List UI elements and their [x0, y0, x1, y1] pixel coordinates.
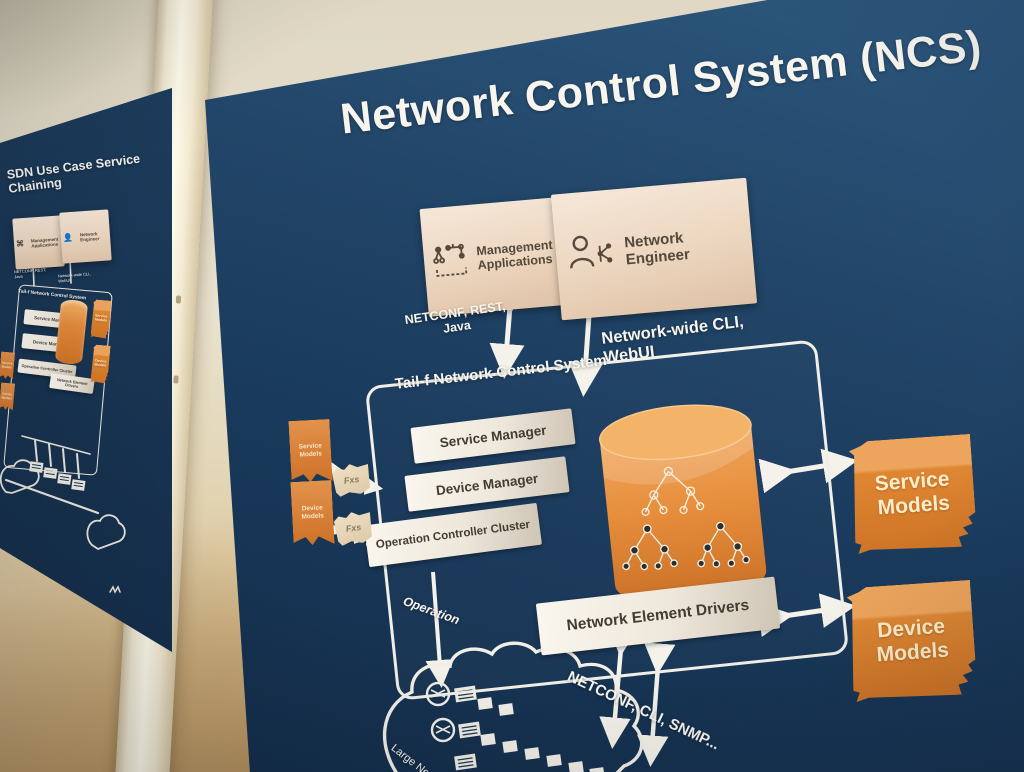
- service-models-note: Service Models: [848, 434, 978, 554]
- management-applications-box: Management Applications: [419, 197, 567, 317]
- left-model-tab-1: Service Models: [288, 419, 332, 483]
- mini-engineer-icon: 👤: [62, 232, 74, 243]
- device-models-note: Device Models: [846, 580, 978, 702]
- mini-network-tree-icon: ⌘: [15, 239, 25, 249]
- mini-left-model-tab-2: Device Models: [0, 382, 15, 410]
- operation-arrow: [425, 571, 454, 688]
- ned-cloud-arrows: [599, 624, 676, 767]
- mini-network-engineer-box: 👤 Network Engineer: [59, 209, 112, 264]
- mini-management-applications-box: ⌘ Management Applications: [12, 215, 65, 270]
- network-tree-icon: [433, 243, 468, 277]
- cloud-device-labels: [454, 685, 481, 771]
- network-engineer-box: Network Engineer: [550, 177, 758, 321]
- network-engineer-label: Network Engineer: [623, 229, 691, 269]
- model-link-arrows: [756, 448, 858, 637]
- mini-device-labels: [29, 461, 86, 491]
- left-model-tab-2: Device Models: [290, 480, 334, 546]
- database-cylinder: [598, 404, 767, 605]
- hinge-mark: [173, 375, 179, 384]
- management-applications-label: Management Applications: [475, 237, 554, 273]
- engineer-icon: [570, 235, 613, 269]
- mini-left-model-tab-1: Service Models: [0, 351, 15, 379]
- router-icons: [425, 681, 456, 743]
- hinge-mark: [175, 295, 182, 304]
- device-square-trail: [477, 697, 605, 772]
